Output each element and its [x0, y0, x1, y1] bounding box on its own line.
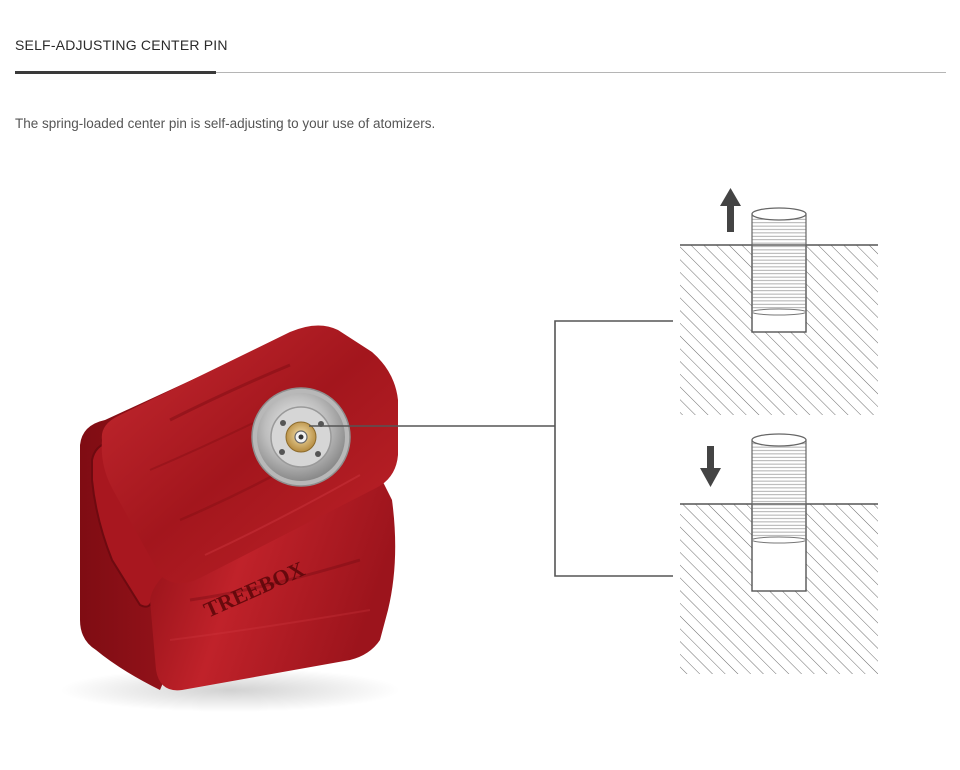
pin-extended-diagram — [680, 207, 878, 415]
device-photo: TREEBOX — [60, 325, 400, 712]
arrow-up-icon — [720, 188, 741, 232]
section-title: SELF-ADJUSTING CENTER PIN — [15, 37, 228, 53]
arrow-down-icon — [700, 446, 721, 487]
section-divider-accent — [15, 71, 216, 74]
callout-connector — [309, 320, 673, 577]
section-description: The spring-loaded center pin is self-adj… — [15, 116, 436, 131]
pin-pressed-diagram — [680, 433, 878, 674]
center-pin-illustration: TREEBOX — [60, 188, 878, 712]
section-divider — [15, 72, 946, 73]
